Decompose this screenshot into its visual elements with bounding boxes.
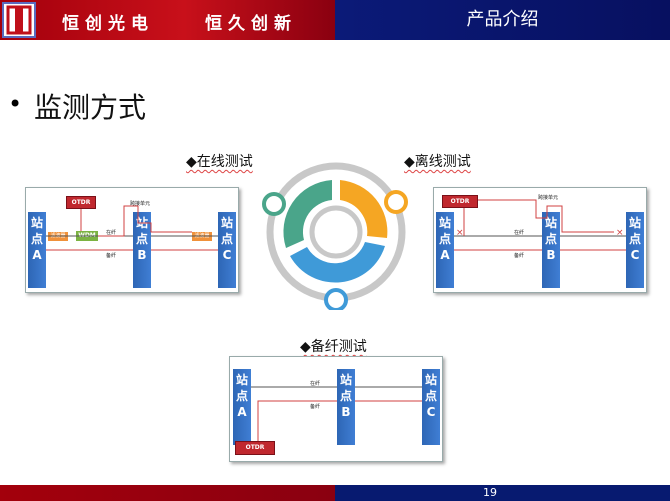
page-title: 产品介绍 [466, 9, 539, 30]
cycle-node-blue [324, 288, 348, 310]
cycle-graphic [262, 162, 408, 310]
brand-name: 恒创光电 [62, 14, 154, 34]
cycle-node-teal [262, 192, 286, 216]
in-fiber-label: 在纤 [514, 230, 525, 236]
brand-slogan: 恒久创新 [205, 14, 297, 34]
otdr-box: OTDR [235, 441, 275, 455]
offline-test-title: ◆离线测试 [404, 154, 471, 170]
header-right-band [335, 0, 670, 40]
switch-unit-label: 跨接单元 [538, 195, 559, 201]
spare-fiber-label: 备纤 [514, 253, 525, 259]
cycle-node-orange [384, 190, 408, 214]
cycle-segment-orange [340, 180, 388, 238]
offline-fiber-lines [454, 199, 626, 251]
company-logo [2, 2, 36, 38]
disconnect-mark-right: × [616, 228, 624, 238]
online-test-title: ◆在线测试 [186, 154, 253, 170]
spare-fiber-label: 备纤 [310, 404, 321, 410]
footer-left-band [0, 485, 335, 501]
header-left-band [0, 0, 335, 40]
switch-unit-label: 跨接单元 [130, 201, 151, 207]
spare-fiber-lines [251, 386, 422, 441]
online-fiber-lines [46, 205, 218, 251]
otdr-box: OTDR [442, 195, 478, 208]
cycle-segment-blue [290, 242, 385, 283]
disconnect-mark-left: × [456, 228, 464, 238]
logo-mark-icon [6, 5, 32, 35]
spare-fiber-label: 备纤 [106, 253, 117, 259]
page-number: 19 [483, 486, 497, 499]
in-fiber-label: 在纤 [106, 230, 117, 236]
otdr-box: OTDR [66, 196, 96, 209]
online-test-diagram: 站点A 站点B 站点C OTDR 滤波器 WDM 滤波器 跨接单元 在纤 备纤 [25, 187, 239, 293]
bullet-point: • [8, 90, 23, 118]
footer-right-band [335, 485, 670, 501]
section-heading: 监测方式 [34, 91, 147, 124]
cycle-segment-teal [283, 180, 332, 248]
in-fiber-label: 在纤 [310, 381, 321, 387]
spare-test-title: ◆备纤测试 [300, 339, 367, 355]
